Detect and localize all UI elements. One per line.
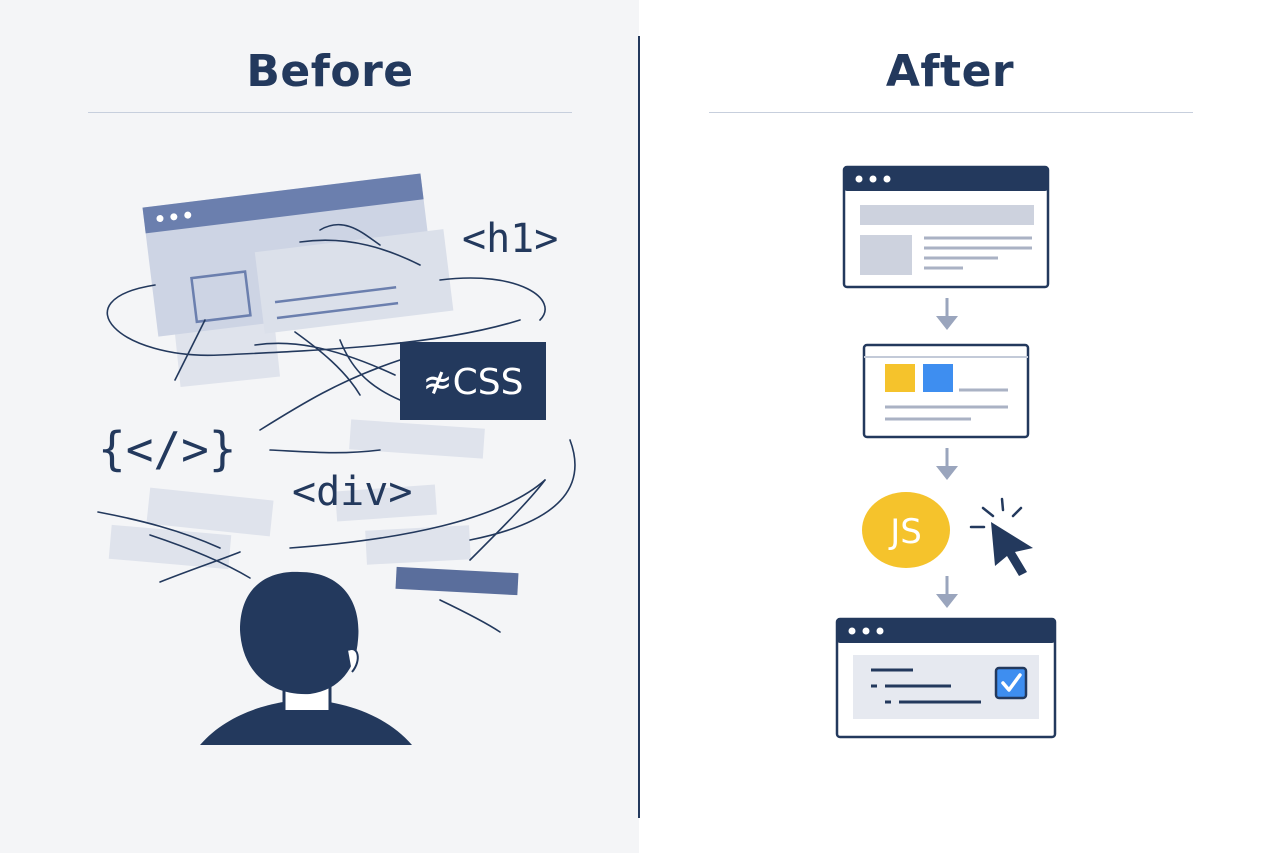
before-heading: Before [246,46,414,97]
blue-block [923,364,953,392]
panel-divider [638,36,640,818]
chaotic-code-illustration: <h1> ≉CSS {</>} <div> [97,173,576,745]
tilted-browser-window [142,173,454,337]
js-badge-label: JS [888,512,922,552]
person-silhouette [200,571,412,745]
css-tag: ≉CSS [422,362,523,403]
css-label-box [400,342,546,420]
wireframe-window [842,165,1050,289]
cursor-click-icon [969,497,1033,576]
after-heading: After [885,46,1015,97]
chaotic-swirl-lines [97,223,576,633]
styled-component-card [862,343,1030,439]
before-underline [88,112,572,113]
yellow-block [885,364,915,392]
js-badge: JS [862,492,950,568]
code-braces-tag: {</>} [98,422,236,476]
floating-bar [395,566,519,596]
arrow-down-icon [936,448,958,480]
h1-tag: <h1> [462,216,558,262]
checkbox-checked-icon [994,666,1028,700]
after-underline [709,112,1193,113]
before-panel: Before [0,0,639,853]
arrow-down-icon [936,298,958,330]
after-panel: After [641,0,1280,853]
arrow-down-icon [936,576,958,608]
div-tag: <div> [292,469,412,515]
completed-window [835,617,1057,739]
organized-flow-illustration: JS [835,165,1057,739]
